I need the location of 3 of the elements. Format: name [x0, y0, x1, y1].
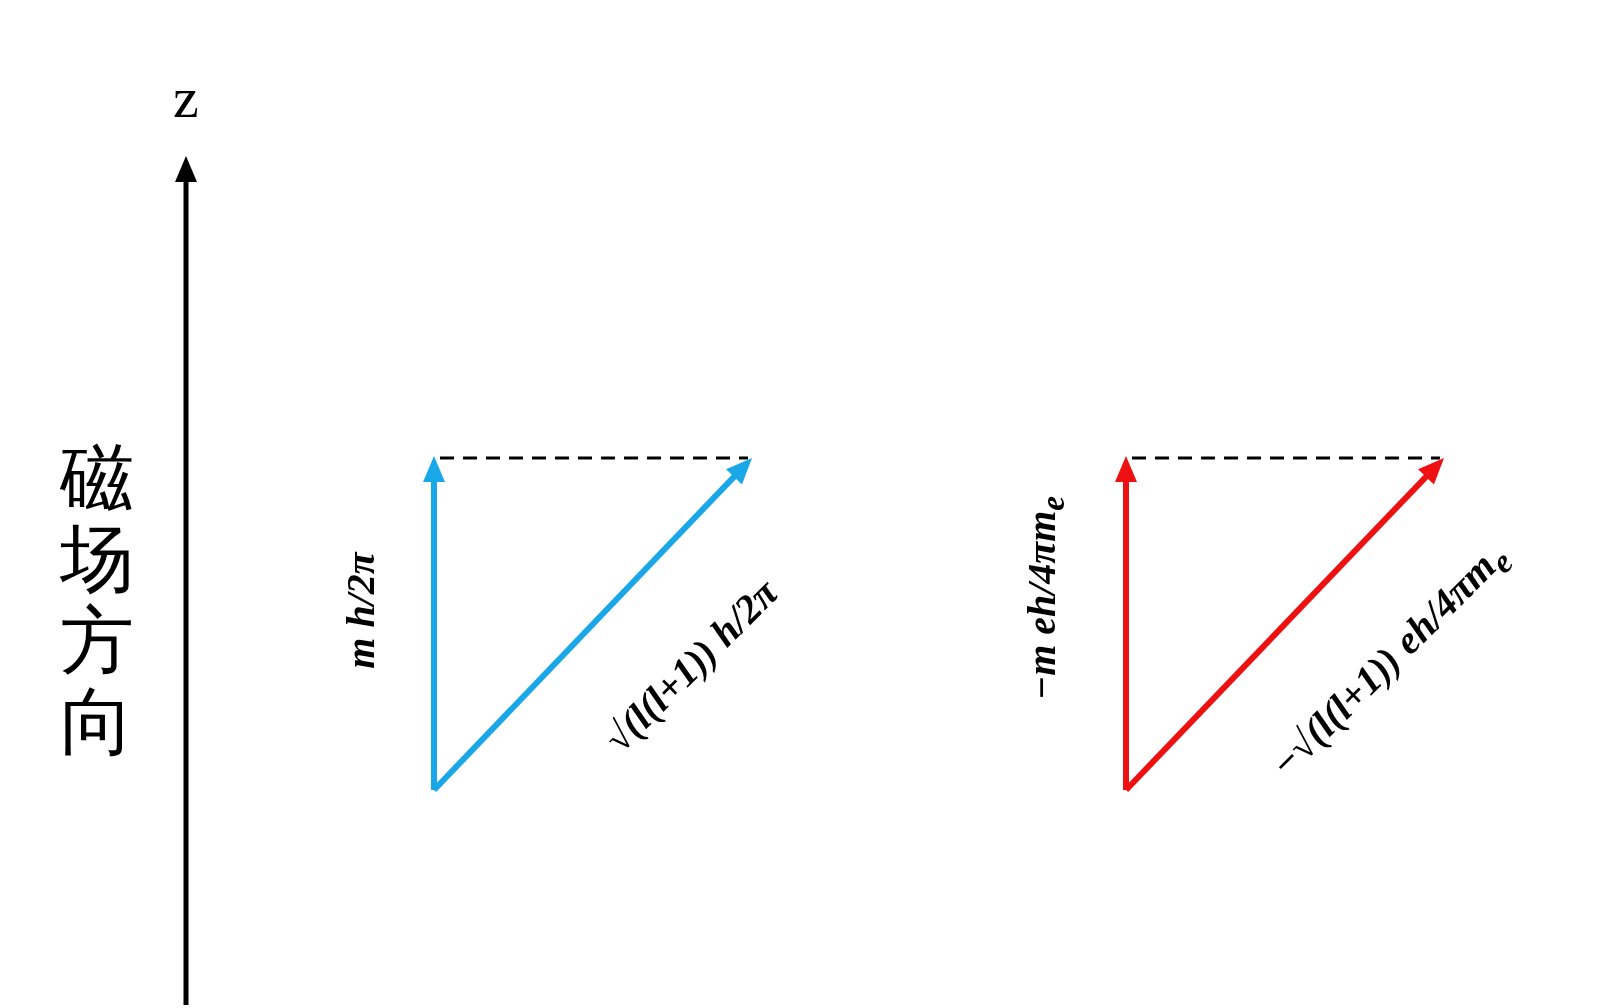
- formula-label: m h/2π: [336, 551, 384, 669]
- axis-label: z: [173, 63, 199, 131]
- axis-title: 磁场方向: [59, 437, 135, 763]
